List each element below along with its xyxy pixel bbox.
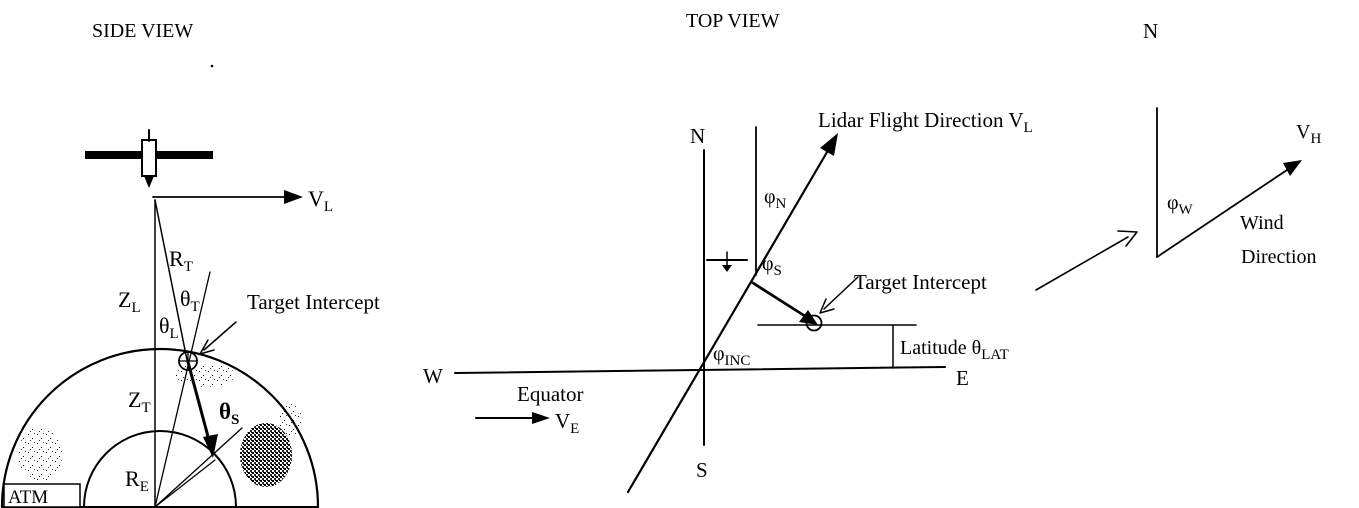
beam-arrow-line (186, 360, 212, 446)
wind-vector-line (1156, 167, 1291, 258)
top-target-marker (805, 314, 823, 332)
top-view: TOP VIEW N S W E Lidar Flight Direction … (423, 10, 1033, 494)
atm-label: ATM (8, 487, 48, 508)
flight-direction-line (626, 145, 832, 494)
top-view-title: TOP VIEW (686, 10, 780, 32)
atmosphere-arc (0, 347, 320, 508)
phi-n-label: φN (764, 186, 787, 212)
atmosphere-texture-left (18, 427, 62, 483)
wind-velocity-label: VH (1296, 121, 1321, 147)
latitude-label: Latitude θLAT (900, 337, 1009, 363)
west-label: W (423, 364, 443, 388)
wind-view: N VH φW Wind Direction (1035, 19, 1321, 291)
north-label: N (690, 124, 705, 148)
theta-t-label: θT (180, 286, 200, 315)
satellite-icon (85, 129, 213, 188)
east-label: E (956, 366, 969, 390)
target-altitude-label: ZT (128, 387, 151, 416)
wind-label-line1: Wind (1240, 212, 1284, 234)
side-view-title: SIDE VIEW (92, 20, 193, 42)
lidar-velocity-label: VL (308, 186, 333, 215)
target-pointer-line (203, 321, 237, 351)
earth-surface-arc (83, 430, 237, 508)
atmosphere-texture-right (278, 404, 302, 436)
earth-radius-line (154, 459, 216, 508)
target-pointer-head (199, 339, 215, 355)
target-intercept-label: Target Intercept (247, 290, 380, 314)
equator-velocity-label: VE (555, 409, 579, 437)
lidar-altitude-label: ZL (118, 287, 141, 316)
wind-label-line2: Direction (1241, 246, 1317, 268)
flight-direction-label: Lidar Flight Direction VL (818, 108, 1033, 136)
phi-inc-label: φINC (713, 343, 750, 369)
wind-link-arrowhead (1117, 230, 1138, 247)
top-target-pointer-line (823, 276, 859, 310)
top-target-pointer-head (819, 298, 835, 314)
theta-s-label: θS (219, 399, 239, 428)
scatter-direction-line (751, 281, 810, 320)
flight-direction-arrowhead (820, 133, 838, 156)
phi-s-label: φS (762, 253, 782, 279)
lidar-position-icon (706, 251, 748, 272)
scatter-radial-line (154, 427, 243, 508)
earth-radius-label: RE (125, 466, 149, 495)
wind-vector-arrowhead (1283, 160, 1302, 176)
range-line (154, 199, 188, 361)
equator-label: Equator (517, 382, 583, 406)
speck-dot (210, 64, 214, 68)
lidar-velocity-arrowhead (284, 190, 303, 204)
atm-box (3, 483, 81, 508)
top-target-intercept-label: Target Intercept (854, 270, 987, 294)
side-view: SIDE VIEW ATM VL (0, 20, 380, 508)
local-vertical-line (154, 271, 211, 508)
theta-l-label: θL (159, 313, 179, 342)
range-label: RT (169, 246, 193, 275)
phi-w-label: φW (1167, 192, 1194, 218)
wind-link-arrow-line (1035, 236, 1129, 291)
atmosphere-texture-dense (240, 423, 292, 487)
beam-arrowhead (203, 434, 218, 458)
south-label: S (696, 458, 708, 482)
equator-velocity-arrowhead (532, 412, 550, 424)
wind-north-label: N (1143, 19, 1158, 43)
